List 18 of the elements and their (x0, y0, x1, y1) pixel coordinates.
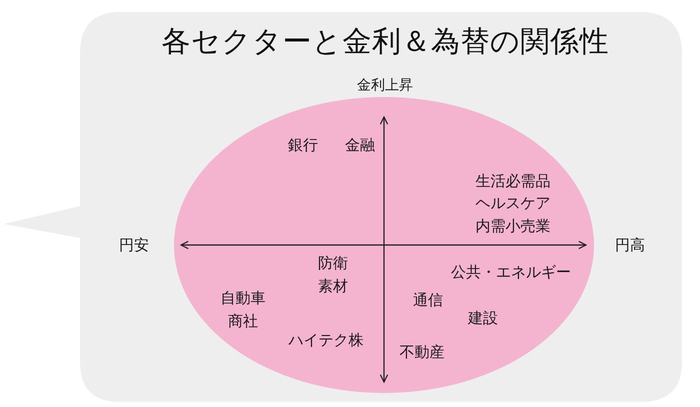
sector-label: 建設 (468, 309, 498, 327)
sector-label: 商社 (228, 312, 258, 330)
sector-label: 銀行 (288, 136, 318, 154)
sector-label: 自動車 (220, 289, 266, 307)
sector-label: ヘルスケア (476, 194, 550, 212)
sector-label: 金融 (345, 136, 375, 154)
sector-label: 不動産 (400, 343, 444, 361)
axis-label: 円高 (615, 236, 645, 254)
sector-label: 生活必需品 (476, 172, 550, 190)
sector-label: 素材 (318, 277, 348, 295)
sector-label: 公共・エネルギー (451, 263, 571, 281)
sector-label: 通信 (413, 291, 443, 309)
sector-label: ハイテク株 (288, 331, 364, 349)
sector-label: 内需小売業 (476, 217, 550, 235)
sector-label: 防衛 (318, 254, 348, 272)
axis-label: 金利上昇 (357, 78, 413, 94)
axis-label: 円安 (119, 236, 149, 254)
title: 各セクターと金利＆為替の関係性 (161, 23, 609, 60)
